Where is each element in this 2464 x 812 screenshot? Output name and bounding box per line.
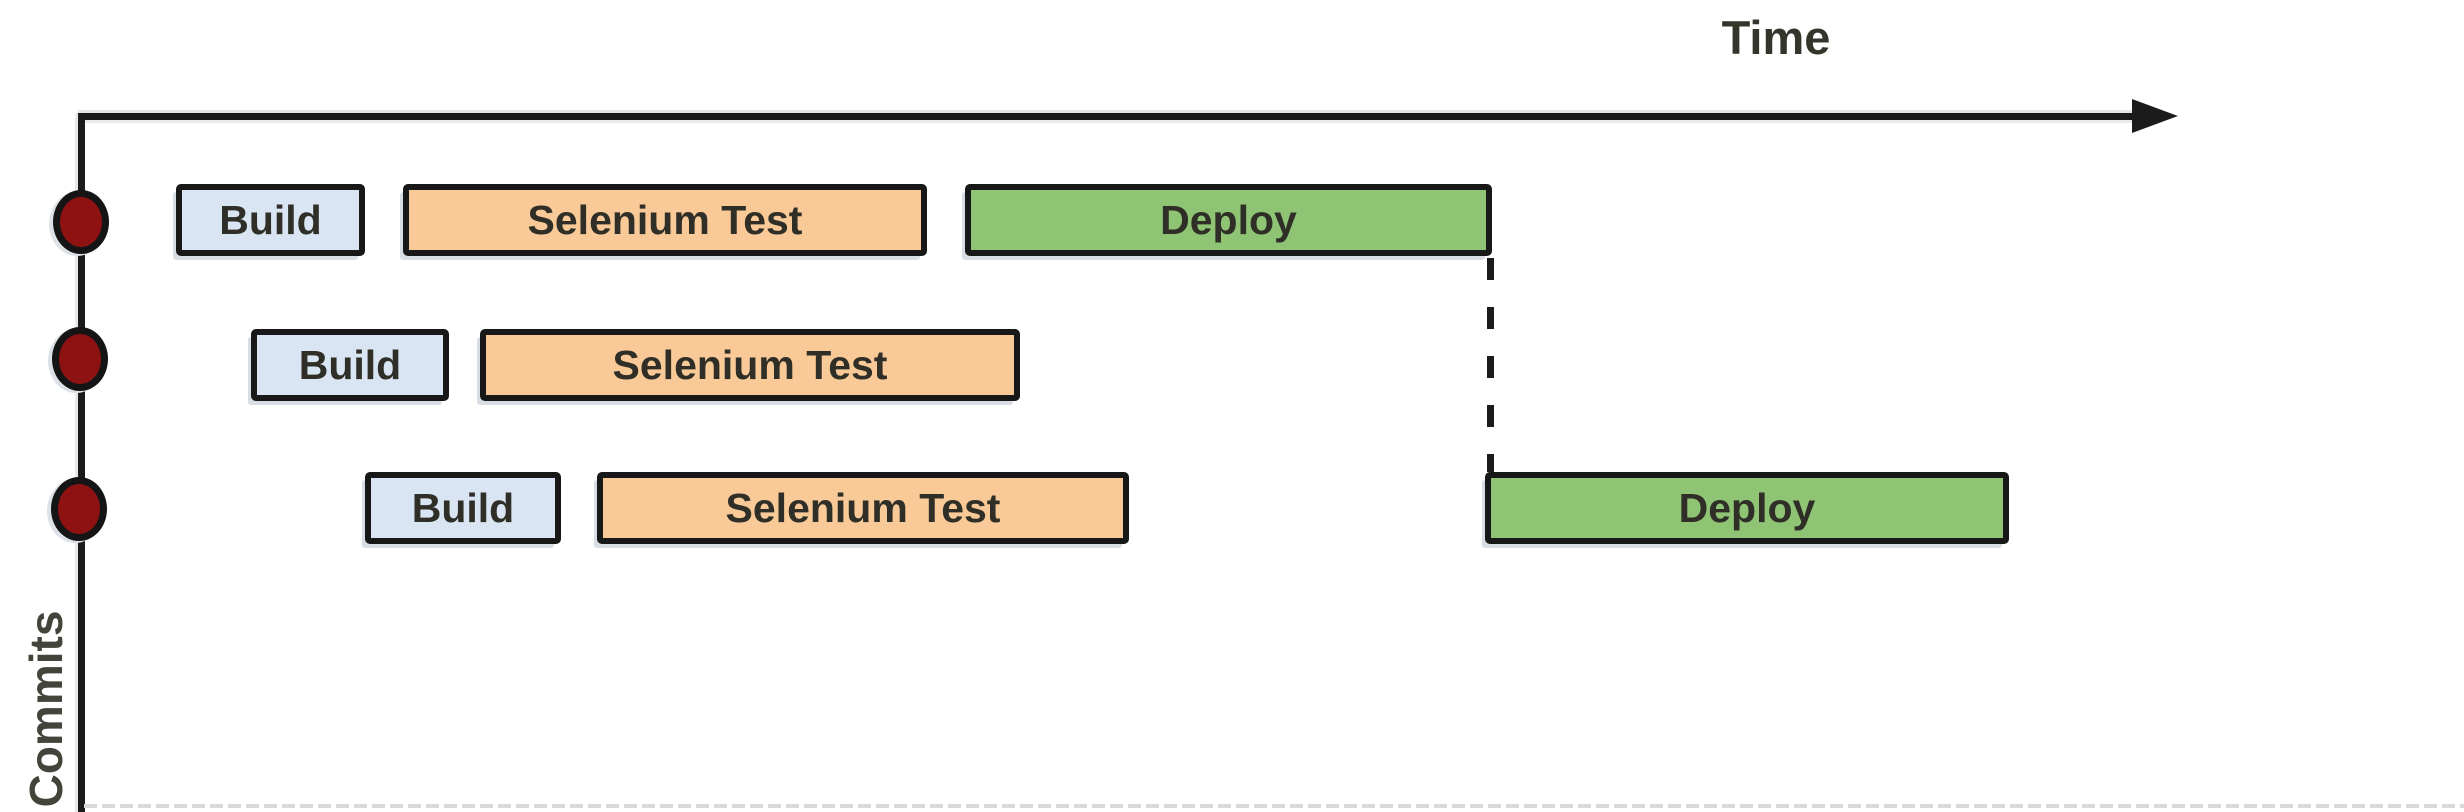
bar-build-row3: Build: [365, 472, 561, 544]
commit-marker-1: [53, 190, 109, 254]
bar-build-row1: Build: [176, 184, 365, 256]
commits-axis-line: [78, 113, 85, 812]
bar-deploy-row3: Deploy: [1485, 472, 2009, 544]
commit-marker-2: [52, 327, 108, 391]
bottom-edge-dashed-line: [84, 804, 2464, 808]
time-axis-label: Time: [1721, 11, 1831, 64]
commits-axis-label: Commits: [20, 610, 72, 808]
deploy-queue-dashed-line: [1487, 258, 1494, 472]
bar-selenium-test-row3: Selenium Test: [597, 472, 1129, 544]
bar-selenium-test-row2: Selenium Test: [480, 329, 1020, 401]
commit-marker-3: [51, 477, 107, 541]
time-axis-arrowhead-icon: [2132, 99, 2178, 133]
bar-selenium-test-row1: Selenium Test: [403, 184, 927, 256]
time-axis-line: [78, 113, 2132, 120]
bar-build-row2: Build: [251, 329, 449, 401]
bar-deploy-row1: Deploy: [965, 184, 1492, 256]
